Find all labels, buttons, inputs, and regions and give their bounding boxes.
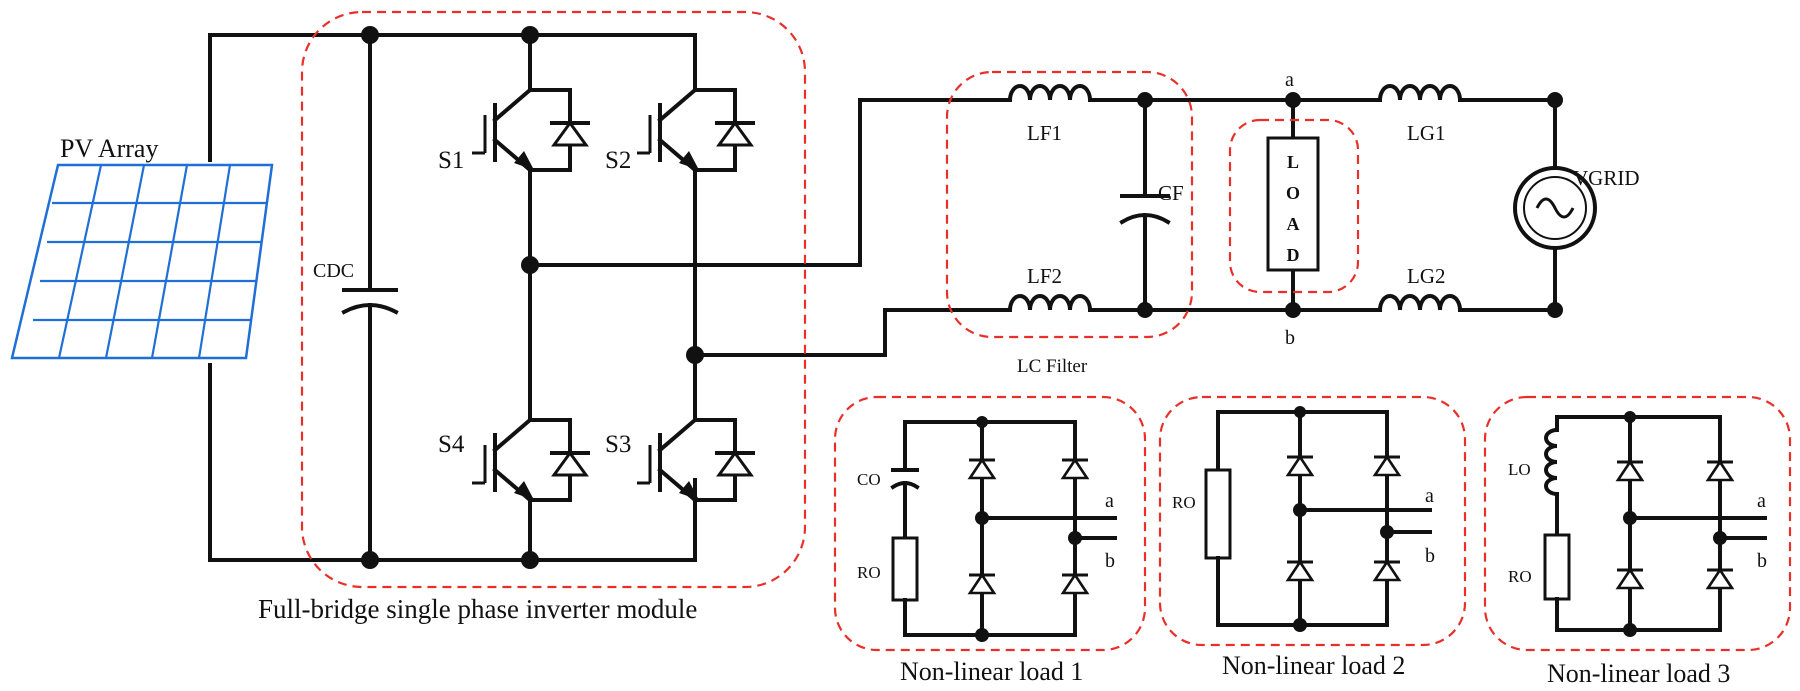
load-box [1228,118,1360,294]
s1-label: S1 [438,147,464,174]
dc-link-capacitor [341,288,399,315]
nl3-ro-label: RO [1508,567,1532,586]
node-a-label: a [1285,69,1294,91]
s4-label: S4 [438,431,465,458]
nl1-co-label: CO [857,470,881,489]
filter-junctions [1137,92,1563,318]
grid-source [1513,166,1597,250]
inductor-lg1 [1377,84,1463,103]
inverter-module-box [300,10,807,589]
lc-filter-label: LC Filter [1017,356,1088,377]
nl2-box [1158,395,1467,647]
nonlinear-load-3 [1483,395,1792,652]
lf1-label: LF1 [1027,121,1062,145]
nl1-title: Non-linear load 1 [900,657,1083,686]
inverter-junctions [361,26,704,569]
inductor-lf2 [983,294,1097,312]
inverter-module-label: Full-bridge single phase inverter module [258,594,697,624]
pv-array-label: PV Array [60,134,158,163]
load-letter-2: O [1286,183,1300,203]
nl3-b-label: b [1757,550,1767,572]
vgrid-label: VGRID [1573,166,1640,190]
output-wires [1093,98,1557,312]
lf2-label: LF2 [1027,264,1062,288]
nl2-title: Non-linear load 2 [1222,651,1405,680]
nl1-a-label: a [1105,490,1114,512]
pv-array [10,163,274,360]
nl3-title: Non-linear load 3 [1547,659,1730,688]
switch-s1 [470,63,590,197]
nl1-box [833,395,1147,652]
switch-s2 [635,63,755,197]
nl3-lo-label: LO [1508,460,1531,479]
inductor-lg2 [1377,294,1463,313]
nl2-a-label: a [1425,485,1434,507]
lg1-label: LG1 [1407,121,1446,145]
cf-label: CF [1158,181,1184,205]
load-letter-4: D [1287,245,1300,265]
switch-s3 [635,393,755,527]
load-letter-1: L [1287,152,1299,172]
nl3-box [1483,395,1792,652]
load-resistor [1266,136,1320,272]
node-b-label: b [1285,327,1295,349]
load-letter-3: A [1287,214,1300,234]
nl1-ro-label: RO [857,563,881,582]
cdc-label: CDC [313,260,354,282]
lg2-label: LG2 [1407,264,1446,288]
nl1-b-label: b [1105,550,1115,572]
nl2-ro-label: RO [1172,493,1196,512]
inductor-lf1 [983,84,1097,102]
switch-s4 [470,393,590,527]
s3-label: S3 [605,431,631,458]
lc-filter-box [945,70,1194,339]
nonlinear-load-2 [1158,395,1467,647]
nonlinear-load-1 [833,395,1147,652]
nl2-b-label: b [1425,545,1435,567]
filter-capacitor-cf [1119,194,1171,225]
nl3-a-label: a [1757,490,1766,512]
s2-label: S2 [605,147,631,174]
